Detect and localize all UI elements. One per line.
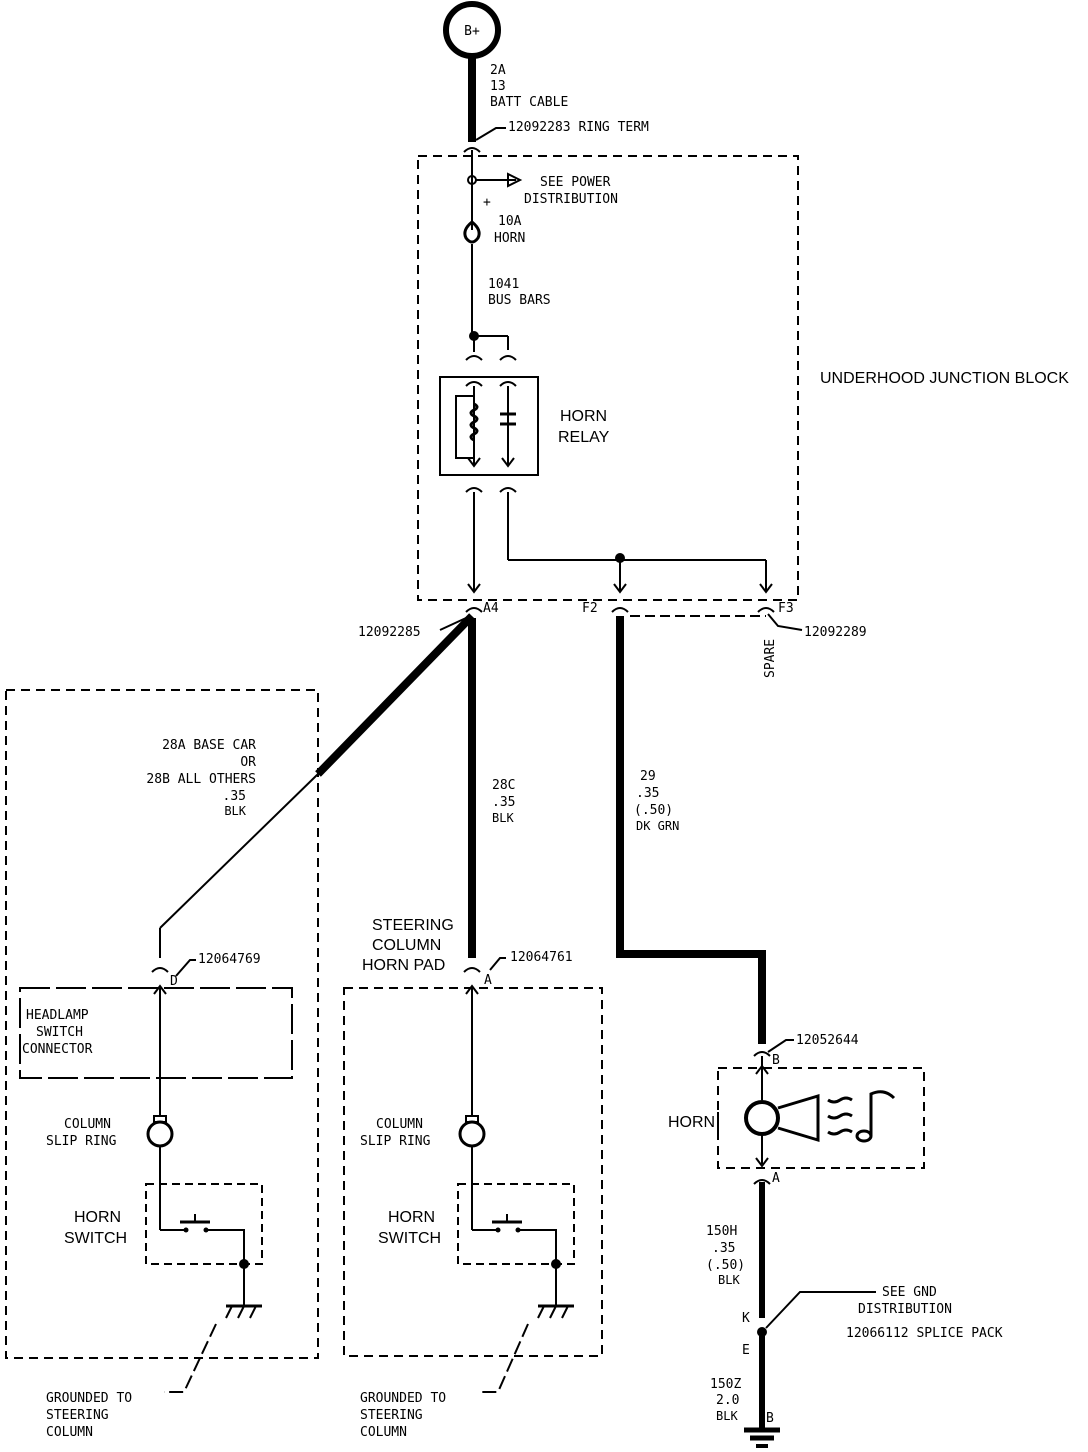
left-ground-label-3: COLUMN <box>46 1425 93 1440</box>
horn-pin-b: B <box>772 1053 780 1068</box>
splice-pin-k: K <box>742 1311 750 1326</box>
junction-block-outline <box>417 155 799 601</box>
mid-ground-label-2: STEERING <box>360 1408 423 1423</box>
wire-28a-label-3: 28B ALL OTHERS <box>146 772 256 787</box>
horn-pin-a: A <box>772 1171 780 1186</box>
steering-column-left-outline <box>5 689 319 1359</box>
horn-pad-title-2: COLUMN <box>372 937 441 954</box>
left-horn-switch-label-1: HORN <box>74 1209 121 1226</box>
sound-wave-icon <box>827 1096 853 1104</box>
horn-relay-box <box>439 376 539 476</box>
splice-pin-b: B <box>766 1411 774 1426</box>
wire-28a-label-4: .35 <box>223 789 246 804</box>
mid-slip-ring-label-1: COLUMN <box>376 1117 423 1132</box>
splice-pin-e: E <box>742 1343 750 1358</box>
power-note-1: SEE POWER <box>540 175 611 190</box>
mid-horn-switch-box <box>457 1183 575 1265</box>
wire-28c-label-2: .35 <box>492 795 515 810</box>
battery-circuit: 2A <box>490 63 506 78</box>
connector-a4-id: 12092285 <box>358 625 421 640</box>
relay-coil-icon <box>469 402 479 442</box>
horn-label: HORN <box>668 1114 715 1131</box>
slip-ring-icon <box>146 1120 174 1148</box>
left-ground-label-1: GROUNDED TO <box>46 1391 132 1406</box>
junction-entry-connector <box>463 147 481 153</box>
left-horn-switch-box <box>145 1183 263 1265</box>
battery-symbol: B+ <box>464 24 480 39</box>
bus-bars-label: BUS BARS <box>488 293 551 308</box>
slip-ring-icon <box>458 1120 486 1148</box>
wire-28a-label-5: BLK <box>224 804 246 818</box>
output-node <box>615 553 625 563</box>
wire-150z-label-2: 2.0 <box>716 1393 739 1408</box>
arrow-right-icon <box>507 172 523 188</box>
wire-150z-label-3: BLK <box>716 1409 738 1423</box>
relay-label-2: RELAY <box>558 429 610 446</box>
fuse-icon <box>463 220 481 244</box>
left-slip-ring-label-2: SLIP RING <box>46 1134 117 1149</box>
wire-150h-label-4: BLK <box>718 1273 740 1287</box>
battery-terminal-label: 12092283 RING TERM <box>508 120 649 135</box>
music-note-icon <box>855 1129 873 1143</box>
mid-ground-label-3: COLUMN <box>360 1425 407 1440</box>
splice-note-1: SEE GND <box>882 1285 937 1300</box>
splice-pack-label: 12066112 SPLICE PACK <box>846 1326 1003 1341</box>
wire-29-label-3: (.50) <box>634 803 673 818</box>
horn-connector-id: 12052644 <box>796 1033 859 1048</box>
headlamp-pin: D <box>170 974 178 989</box>
wire-28c-label-3: BLK <box>492 811 514 825</box>
ground-icon <box>744 1427 780 1448</box>
left-horn-switch-label-2: SWITCH <box>64 1230 127 1247</box>
battery-wire-label: BATT CABLE <box>490 95 568 110</box>
left-slip-ring-label-1: COLUMN <box>64 1117 111 1132</box>
wire-29-label-1: 29 <box>640 769 656 784</box>
headlamp-connector-id: 12064769 <box>198 952 261 967</box>
junction-block-title: UNDERHOOD JUNCTION BLOCK <box>820 370 1069 387</box>
fuse-rating: 10A <box>498 214 522 229</box>
horn-icon <box>744 1100 780 1136</box>
horn-pad-connector-id: 12064761 <box>510 950 573 965</box>
horn-pad-title-1: STEERING <box>372 917 454 934</box>
wire-150h-label-1: 150H <box>706 1224 737 1239</box>
wire-29-label-4: DK GRN <box>636 819 679 833</box>
spare-label: SPARE <box>763 639 778 678</box>
wire-29 <box>616 616 766 1044</box>
wire-28a <box>315 613 475 777</box>
mid-ground-label-1: GROUNDED TO <box>360 1391 446 1406</box>
pin-f3: F3 <box>778 601 794 616</box>
mid-horn-switch-label-1: HORN <box>388 1209 435 1226</box>
horn-pad-title-3: HORN PAD <box>362 957 445 974</box>
power-note-2: DISTRIBUTION <box>524 192 618 207</box>
wire-29-label-2: .35 <box>636 786 659 801</box>
pin-a4: A4 <box>483 601 499 616</box>
pin-f2: F2 <box>582 601 598 616</box>
headlamp-connector-label-1: HEADLAMP <box>26 1008 89 1023</box>
wire-150h-label-3: (.50) <box>706 1258 745 1273</box>
fuse-name: HORN <box>494 231 525 246</box>
wire-28a-label-1: 28A BASE CAR <box>162 738 256 753</box>
wire-150z-label-1: 150Z <box>710 1377 741 1392</box>
headlamp-connector-label-3: CONNECTOR <box>22 1042 93 1057</box>
horn-outline <box>717 1067 925 1169</box>
plus-sign: + <box>483 195 491 210</box>
relay-label-1: HORN <box>560 408 607 425</box>
wire-28c-label-1: 28C <box>492 778 515 793</box>
headlamp-connector-box <box>19 987 293 1079</box>
battery-terminal: B+ <box>443 1 501 59</box>
battery-gauge: 13 <box>490 79 506 94</box>
mid-slip-ring-label-2: SLIP RING <box>360 1134 431 1149</box>
horn-pad-pin: A <box>484 973 492 988</box>
battery-terminal-leader <box>475 127 506 141</box>
splice-node <box>757 1327 767 1337</box>
wire-28a-label-2: OR <box>240 755 256 770</box>
left-ground-label-2: STEERING <box>46 1408 109 1423</box>
mid-horn-switch-label-2: SWITCH <box>378 1230 441 1247</box>
bus-bars-circuit: 1041 <box>488 277 519 292</box>
connector-f3-id: 12092289 <box>804 625 867 640</box>
headlamp-connector-label-2: SWITCH <box>36 1025 83 1040</box>
splice-note-2: DISTRIBUTION <box>858 1302 952 1317</box>
wire-150h-label-2: .35 <box>712 1241 735 1256</box>
